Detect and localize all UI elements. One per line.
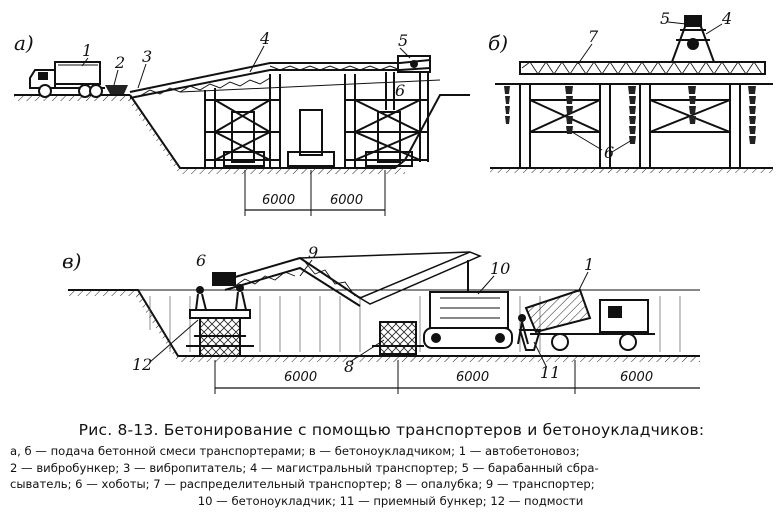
callout-c-12: 12 (132, 355, 152, 374)
callout-a-3: 3 (142, 47, 152, 66)
callout-c-11: 11 (540, 363, 560, 382)
callout-c-1: 1 (584, 255, 594, 274)
callout-a-5: 5 (398, 31, 408, 50)
trunks-b (504, 86, 756, 144)
caption-legend: а, б — подача бетонной смеси транспортер… (10, 443, 771, 509)
dimension-c-2: 6000 (456, 370, 489, 385)
legend-line: сыватель; 6 — хоботы; 7 — распределитель… (10, 477, 595, 491)
dimension-a-2: 6000 (330, 193, 363, 208)
panel-a: а) (14, 29, 470, 216)
dimension-a: 6000 6000 (244, 170, 386, 216)
callout-b-7: 7 (588, 27, 599, 46)
callout-a-4: 4 (259, 29, 270, 48)
callout-c-6: 6 (196, 251, 206, 270)
conveyor-c (212, 256, 361, 307)
dimension-c-3: 6000 (620, 370, 653, 385)
callout-b-5: 5 (660, 9, 670, 28)
callout-a-1: 1 (82, 41, 92, 60)
legend-line: 2 — вибробункер; 3 — вибропитатель; 4 — … (10, 460, 599, 475)
panel-label-b: б) (488, 31, 508, 55)
panel-b: б) (488, 9, 773, 173)
panel-label-a: а) (14, 31, 34, 55)
callout-b-6: 6 (604, 143, 614, 162)
callout-c-9: 9 (308, 243, 318, 262)
drum-tripper-b (671, 15, 715, 63)
formwork-a (223, 109, 413, 167)
legend-line: а, б — подача бетонной смеси транспортер… (10, 444, 580, 458)
dimension-c-1: 6000 (284, 370, 317, 385)
trestle-b (519, 84, 741, 168)
concrete-truck-a (29, 61, 105, 98)
panel-label-c: в) (62, 249, 81, 273)
scaffold-c (186, 284, 254, 357)
legend-line: 10 — бетоноукладчик; 11 — приемный бунке… (197, 493, 584, 508)
trestle-a (179, 72, 441, 168)
distribution-conveyor (495, 61, 773, 85)
callout-b-4: 4 (721, 9, 732, 28)
callout-c-10: 10 (490, 259, 510, 278)
dimension-a-1: 6000 (262, 193, 295, 208)
callout-c-8: 8 (344, 357, 354, 376)
concrete-placer (299, 251, 513, 349)
callout-a-2: 2 (114, 53, 125, 72)
formwork-c (368, 321, 428, 357)
callout-a-6: 6 (395, 81, 405, 100)
caption-title: Рис. 8-13. Бетонирование с помощью транс… (78, 421, 705, 439)
dump-truck-c (517, 288, 655, 351)
dimension-c: 6000 6000 6000 (214, 360, 700, 394)
main-conveyor (129, 55, 431, 99)
panel-c: в) (62, 243, 700, 394)
figure-caption: Рис. 8-13. Бетонирование с помощью транс… (0, 421, 783, 509)
